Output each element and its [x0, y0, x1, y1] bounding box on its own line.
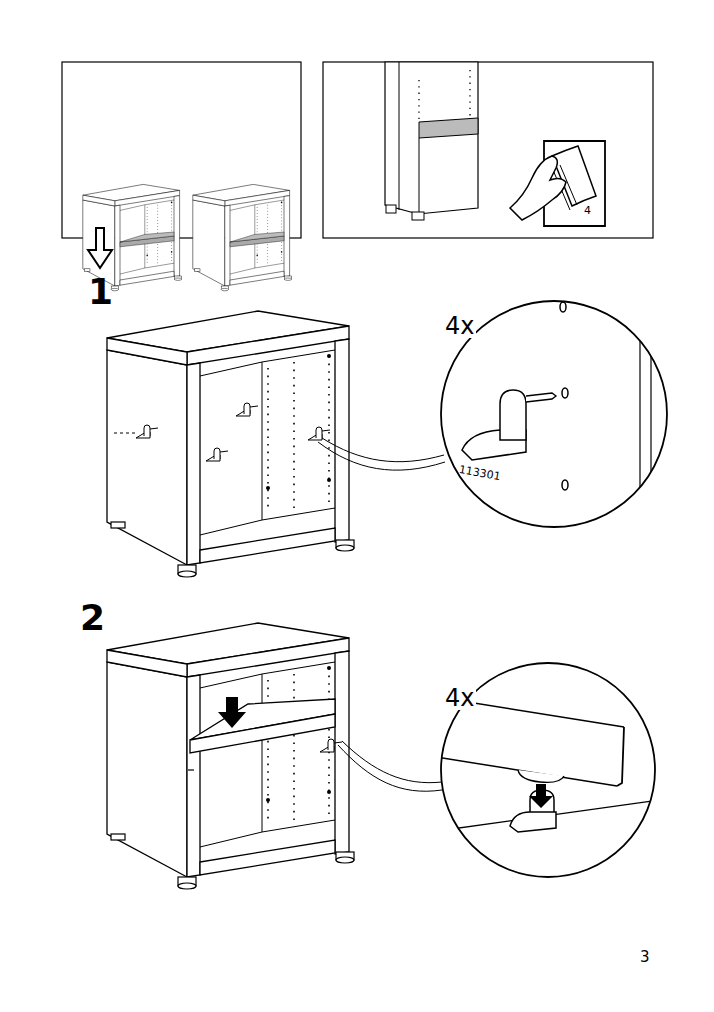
drawing-part [430, 756, 617, 786]
circle-outline [441, 663, 655, 877]
drawing-part [639, 300, 640, 530]
drawing-part [107, 311, 354, 577]
drawing-part [412, 212, 424, 220]
sticker-count: 4 [584, 205, 591, 216]
drawing-part [193, 184, 292, 290]
magnifier-circle: 4x [440, 662, 656, 878]
drawing-part [500, 390, 526, 440]
pin-detail [462, 300, 651, 530]
drawing-part [518, 770, 564, 782]
drawing-part [206, 448, 228, 461]
drawing-part [308, 427, 330, 440]
drawing-part [190, 714, 335, 753]
drawing-part [560, 302, 566, 312]
drawing-part [617, 727, 624, 786]
drawing-part [562, 480, 568, 490]
drawing-part [188, 769, 194, 770]
circle-outline [441, 301, 667, 527]
drawing-part [193, 184, 292, 290]
drawing-part [419, 118, 478, 138]
drawing-part [650, 300, 651, 530]
drawing-part [552, 146, 596, 206]
drawing-part [418, 80, 419, 120]
shelf-detail [430, 696, 660, 832]
drawing-part [230, 232, 284, 242]
drawing-part [218, 697, 246, 728]
sticker-panel [323, 62, 653, 238]
drawing-part [323, 62, 653, 238]
drawing-part [322, 438, 444, 462]
drawing-part [88, 228, 112, 268]
drawing-part [562, 388, 568, 398]
drawing-part [510, 156, 566, 220]
cabinet-step-2 [107, 623, 442, 889]
cabinet-step-1 [107, 311, 445, 577]
drawing-part [120, 232, 174, 242]
drawing-part [399, 62, 400, 210]
drawing-part [419, 138, 420, 214]
drawing-part [526, 393, 556, 402]
overview-panel [62, 62, 301, 291]
drawing-part [342, 741, 442, 783]
magnifier-circle: 4x 113301 [440, 300, 668, 528]
drawing-part [114, 433, 138, 434]
drawing-part [107, 623, 354, 889]
drawing-part [236, 403, 258, 416]
drawing-part [385, 62, 478, 214]
page-number: 3 [640, 950, 650, 965]
drawing-part [107, 623, 354, 889]
step-number: 1 [88, 274, 113, 310]
drawing-part [136, 425, 158, 438]
drawing-part [469, 70, 470, 118]
quantity-label: 4x [443, 314, 476, 338]
part-number: 113301 [458, 464, 501, 482]
quantity-label: 4x [443, 686, 476, 710]
drawing-part [386, 205, 396, 213]
step-number: 2 [80, 600, 105, 636]
drawing-part [510, 812, 556, 832]
drawing-part [529, 784, 553, 808]
